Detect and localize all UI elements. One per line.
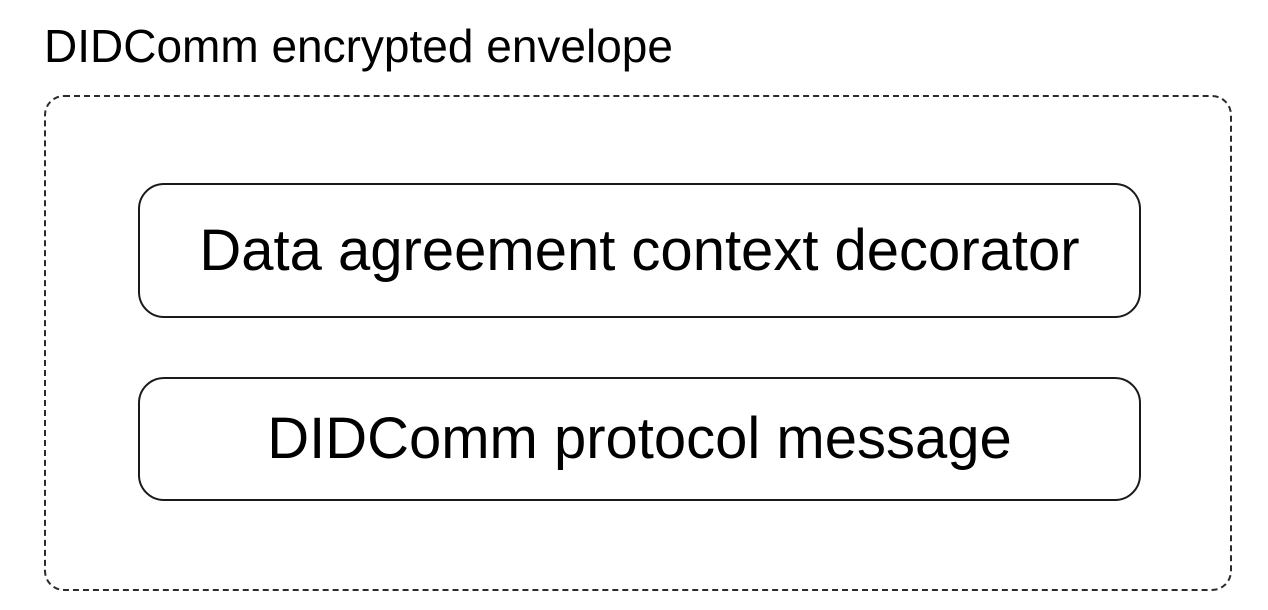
data-agreement-context-decorator-box: Data agreement context decorator (138, 183, 1141, 318)
didcomm-protocol-message-box: DIDComm protocol message (138, 377, 1141, 501)
data-agreement-context-decorator-label: Data agreement context decorator (199, 217, 1080, 283)
didcomm-protocol-message-label: DIDComm protocol message (267, 406, 1012, 471)
envelope-title: DIDComm encrypted envelope (44, 20, 673, 72)
encrypted-envelope-container (44, 95, 1232, 591)
